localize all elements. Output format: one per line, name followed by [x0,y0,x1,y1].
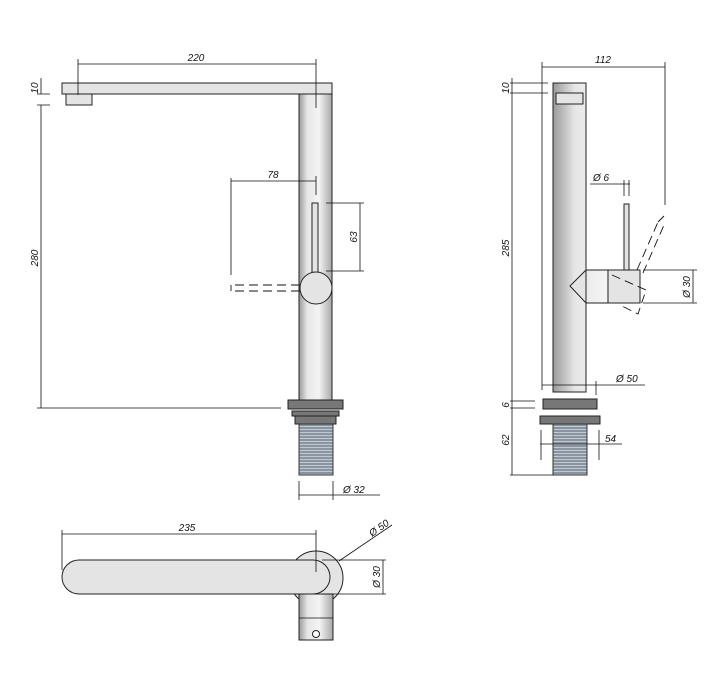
dim-50-leader [338,524,393,562]
threaded-shank-side [552,423,588,476]
hub-bevel [569,268,587,305]
lever-rotated-dashed [230,284,300,292]
dim-30-line [643,269,697,304]
dim-78-line [230,176,317,275]
lever-hub [299,271,333,305]
dim-54-line [540,430,622,460]
dim-280: 280 [30,249,41,267]
dim-220-line [77,59,317,108]
dim-6-dia-line [590,180,630,196]
dim-285: 285 [501,239,512,257]
spout-arm [61,82,333,95]
top-view: 235 Ø 50 Ø 30 [61,518,393,641]
dim-50-line [542,381,645,395]
dim-78: 78 [267,170,279,181]
threaded-shank [298,423,334,476]
lever [311,202,319,274]
dim-10-side: 10 [501,82,512,94]
lever-rotated-dashed-side [636,215,665,274]
dim-top-spout-diameter: Ø 30 [372,566,383,589]
dim-30-top-line [322,559,386,595]
dim-32-line [298,481,380,500]
aerator [65,93,93,106]
front-view: 220 10 280 78 63 Ø 32 [30,53,380,500]
dim-63-line [326,202,364,272]
dim-column-diameter: Ø 50 [615,374,638,385]
aerator-side [555,92,584,105]
dim-112-line [541,62,666,390]
dim-lever-diameter: Ø 6 [592,173,610,184]
dim-54: 54 [605,434,617,445]
dim-side-height-lines [510,78,553,476]
nut [294,415,337,425]
hub-rotated-dashed [611,274,647,315]
lever-side [623,203,630,271]
dim-height-lines [37,78,281,409]
dim-62: 62 [501,434,512,446]
dim-112: 112 [595,55,611,66]
dim-63: 63 [349,231,360,243]
dim-hub-diameter: Ø 30 [682,276,693,299]
dim-220: 220 [187,53,205,64]
dim-6: 6 [501,402,512,408]
dim-235-line [61,530,317,572]
dim-235: 235 [178,523,196,534]
dim-10: 10 [30,82,41,94]
dim-32: Ø 32 [342,485,365,496]
set-screw-hole [312,630,320,638]
side-view: 112 10 285 6 62 Ø 6 Ø 30 Ø 50 54 [501,55,697,476]
dim-top-column-diameter: Ø 50 [367,518,392,540]
nut-side [539,415,601,425]
washer [291,410,340,417]
hub [607,269,641,304]
base-flange [287,399,344,410]
spout-top [61,559,331,595]
base-flange-side [542,398,598,410]
